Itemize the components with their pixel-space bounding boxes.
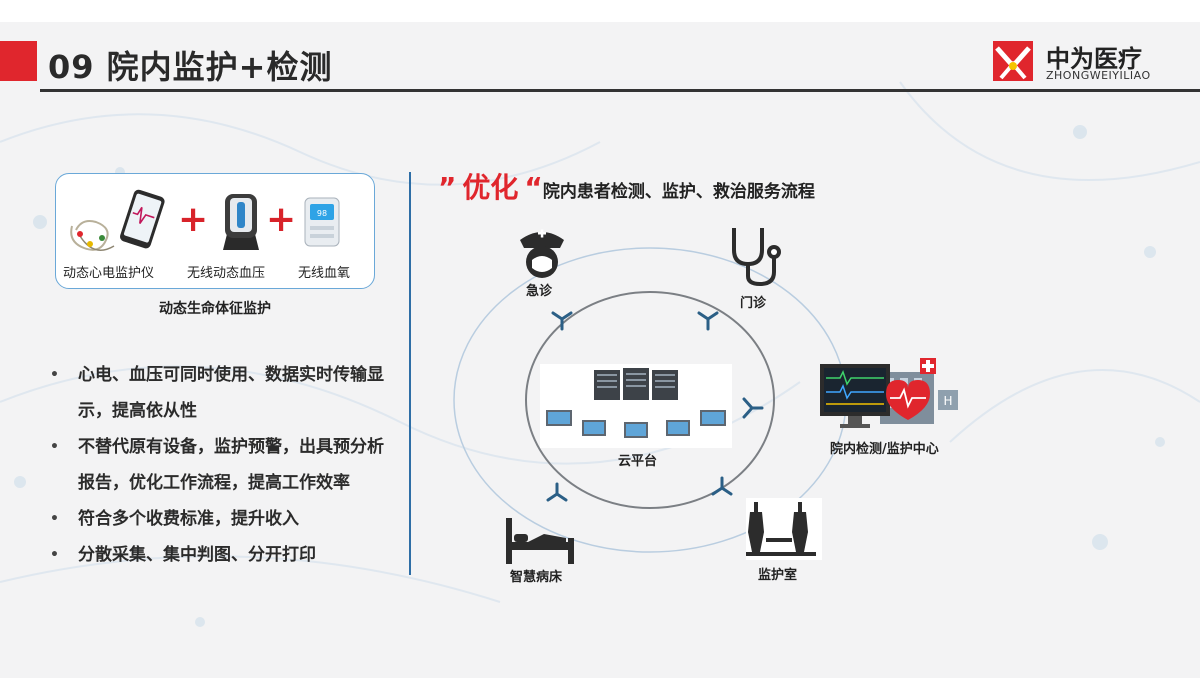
feature-text: 分散采集、集中判图、分开打印 xyxy=(78,545,316,565)
node-label-smart-bed: 智慧病床 xyxy=(510,570,563,585)
signal-link-icon xyxy=(546,482,568,502)
ecg-monitor-device-icon xyxy=(70,189,165,251)
signal-link-icon xyxy=(742,397,764,419)
header-underline xyxy=(40,89,1200,92)
hospital-bed-icon xyxy=(506,518,574,564)
feature-list: • 心电、血压可同时使用、数据实时传输显示，提高依从性 • 不替代原有设备，监护预警… xyxy=(48,357,393,573)
device-caption: 动态生命体征监护 xyxy=(159,301,271,317)
section-divider xyxy=(409,172,411,575)
icu-equipment-icon xyxy=(746,498,822,560)
bullet-marker: • xyxy=(50,367,59,383)
feature-text: 心电、血压可同时使用、数据实时传输显示，提高依从性 xyxy=(78,365,384,421)
page-title: 09 院内监护+检测 xyxy=(48,48,333,86)
close-quote: “ xyxy=(524,171,543,204)
list-item: • 心电、血压可同时使用、数据实时传输显示，提高依从性 xyxy=(48,357,393,429)
node-label-icu: 监护室 xyxy=(758,568,798,583)
svg-text:H: H xyxy=(943,394,952,408)
node-label-outpatient: 门诊 xyxy=(740,296,767,311)
brand-logo-icon xyxy=(993,41,1033,81)
section-subtitle: ”优化“院内患者检测、监护、救治服务流程 xyxy=(438,166,815,206)
nurse-icon xyxy=(520,229,564,278)
svg-text:98: 98 xyxy=(317,209,327,218)
bottom-band xyxy=(0,678,1200,700)
subtitle-highlight: 优化 xyxy=(462,171,519,204)
bullet-marker: • xyxy=(50,439,59,455)
cloud-server-icon xyxy=(540,364,732,448)
signal-link-icon xyxy=(697,311,719,331)
list-item: • 符合多个收费标准，提升收入 xyxy=(48,501,393,537)
feature-text: 符合多个收费标准，提升收入 xyxy=(78,509,299,529)
device-label-ecg: 动态心电监护仪 xyxy=(63,266,155,281)
brand-name: 中为医疗 xyxy=(1046,45,1142,73)
workflow-diagram: 云平台 急诊 门诊 H 院内检测/监护中心 xyxy=(440,210,1000,590)
signal-link-icon xyxy=(551,311,573,331)
open-quote: ” xyxy=(438,171,457,204)
node-label-cloud: 云平台 xyxy=(618,454,658,469)
plus-sign-2: + xyxy=(266,199,297,240)
bullet-marker: • xyxy=(50,547,59,563)
signal-link-icon xyxy=(711,476,733,496)
header-accent-bar xyxy=(0,41,37,81)
blood-pressure-device-icon xyxy=(223,194,259,250)
stethoscope-icon xyxy=(732,228,781,287)
list-item: • 不替代原有设备，监护预警，出具预分析报告，优化工作流程，提高工作效率 xyxy=(48,429,393,501)
brand-subtitle: ZHONGWEIYILIAO xyxy=(1046,69,1151,82)
device-label-bp: 无线动态血压 xyxy=(187,266,266,281)
monitoring-center-icon: H xyxy=(820,358,958,428)
feature-text: 不替代原有设备，监护预警，出具预分析报告，优化工作流程，提高工作效率 xyxy=(78,437,384,493)
background-dna-decoration xyxy=(0,81,1200,627)
node-label-monitoring-center: 院内检测/监护中心 xyxy=(830,442,939,457)
subtitle-text: 院内患者检测、监护、救治服务流程 xyxy=(542,182,815,202)
list-item: • 分散采集、集中判图、分开打印 xyxy=(48,537,393,573)
node-label-emergency: 急诊 xyxy=(526,284,553,299)
plus-sign-1: + xyxy=(178,199,209,240)
device-label-spo2: 无线血氧 xyxy=(298,266,351,281)
top-band xyxy=(0,0,1200,22)
bullet-marker: • xyxy=(50,511,59,527)
blood-oxygen-device-icon: 98 xyxy=(304,197,340,247)
